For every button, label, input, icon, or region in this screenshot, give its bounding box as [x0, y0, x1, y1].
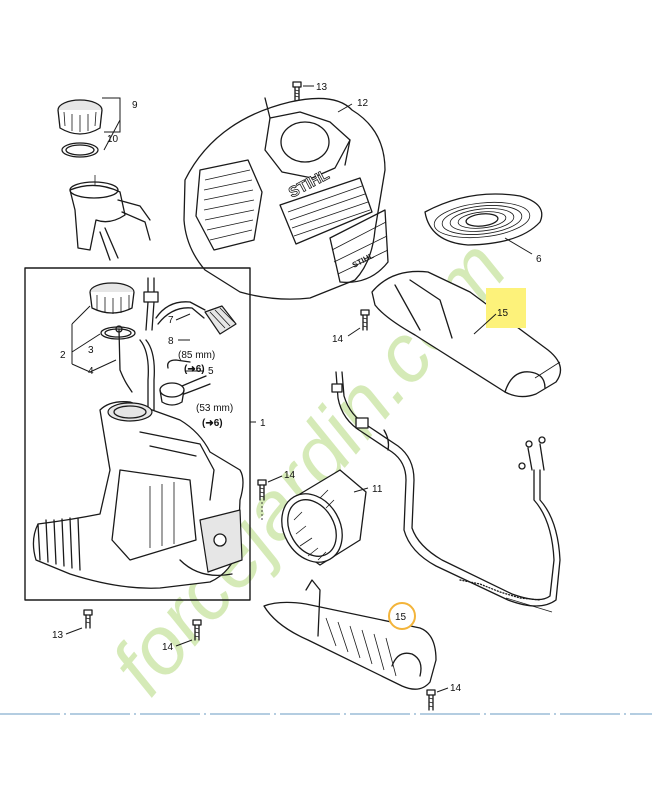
- callout-4: 4: [88, 366, 94, 377]
- screw-13-bottom: [65, 609, 93, 635]
- callout-3: 3: [88, 345, 94, 356]
- screw-14-top: [257, 475, 283, 520]
- callout-2: 2: [60, 350, 66, 361]
- callout-14-bottom-left: 14: [162, 642, 174, 653]
- screw-14-bottom-right: [426, 687, 449, 711]
- engine-shroud: STIHL STIHL: [183, 97, 389, 300]
- callout-13-bottom: 13: [52, 630, 64, 641]
- hose-short-ref: (➜6): [202, 418, 223, 429]
- callout-14-top: 14: [284, 470, 296, 481]
- callout-10: 10: [107, 134, 119, 145]
- tank-assembly-box: [24, 267, 256, 601]
- callout-11: 11: [372, 484, 383, 495]
- callout-13-top: 13: [316, 82, 328, 93]
- callout-14-bottom-right: 14: [450, 683, 462, 694]
- hose-short-length: (53 mm): [196, 403, 233, 414]
- hose-long-length: (85 mm): [178, 350, 215, 361]
- callout-6: 6: [536, 254, 542, 265]
- tank-neck-top: [69, 175, 151, 261]
- callout-14-mid: 14: [332, 334, 344, 345]
- callout-1: 1: [260, 418, 266, 429]
- fuel-cap-assembly-top: [57, 97, 121, 158]
- rear-handle-top: [371, 270, 562, 398]
- spiral-pad: [424, 193, 543, 255]
- callout-7: 7: [168, 315, 174, 326]
- screw-13-top: [292, 81, 314, 101]
- callout-12: 12: [357, 98, 369, 109]
- callout-15-circle: 15: [388, 602, 416, 630]
- screw-14-mid: [347, 309, 370, 337]
- callout-15-highlight: 15: [473, 288, 526, 335]
- callout-5: 5: [208, 366, 214, 377]
- callout-15-sub: 15: [395, 612, 407, 623]
- wiring-harness: [331, 371, 561, 613]
- screw-14-bottom-left: [175, 619, 202, 647]
- callout-15-main: 15: [497, 308, 509, 319]
- handle-half-lower: [263, 579, 437, 690]
- callout-labels: 13 12 9 10 6 14 7 8 2 3 4 5 (85 mm) (➜6)…: [52, 82, 542, 694]
- fan-housing: [281, 469, 369, 566]
- callout-9: 9: [132, 100, 138, 111]
- callout-8: 8: [168, 336, 174, 347]
- hose-long-ref: (➜6): [184, 364, 205, 375]
